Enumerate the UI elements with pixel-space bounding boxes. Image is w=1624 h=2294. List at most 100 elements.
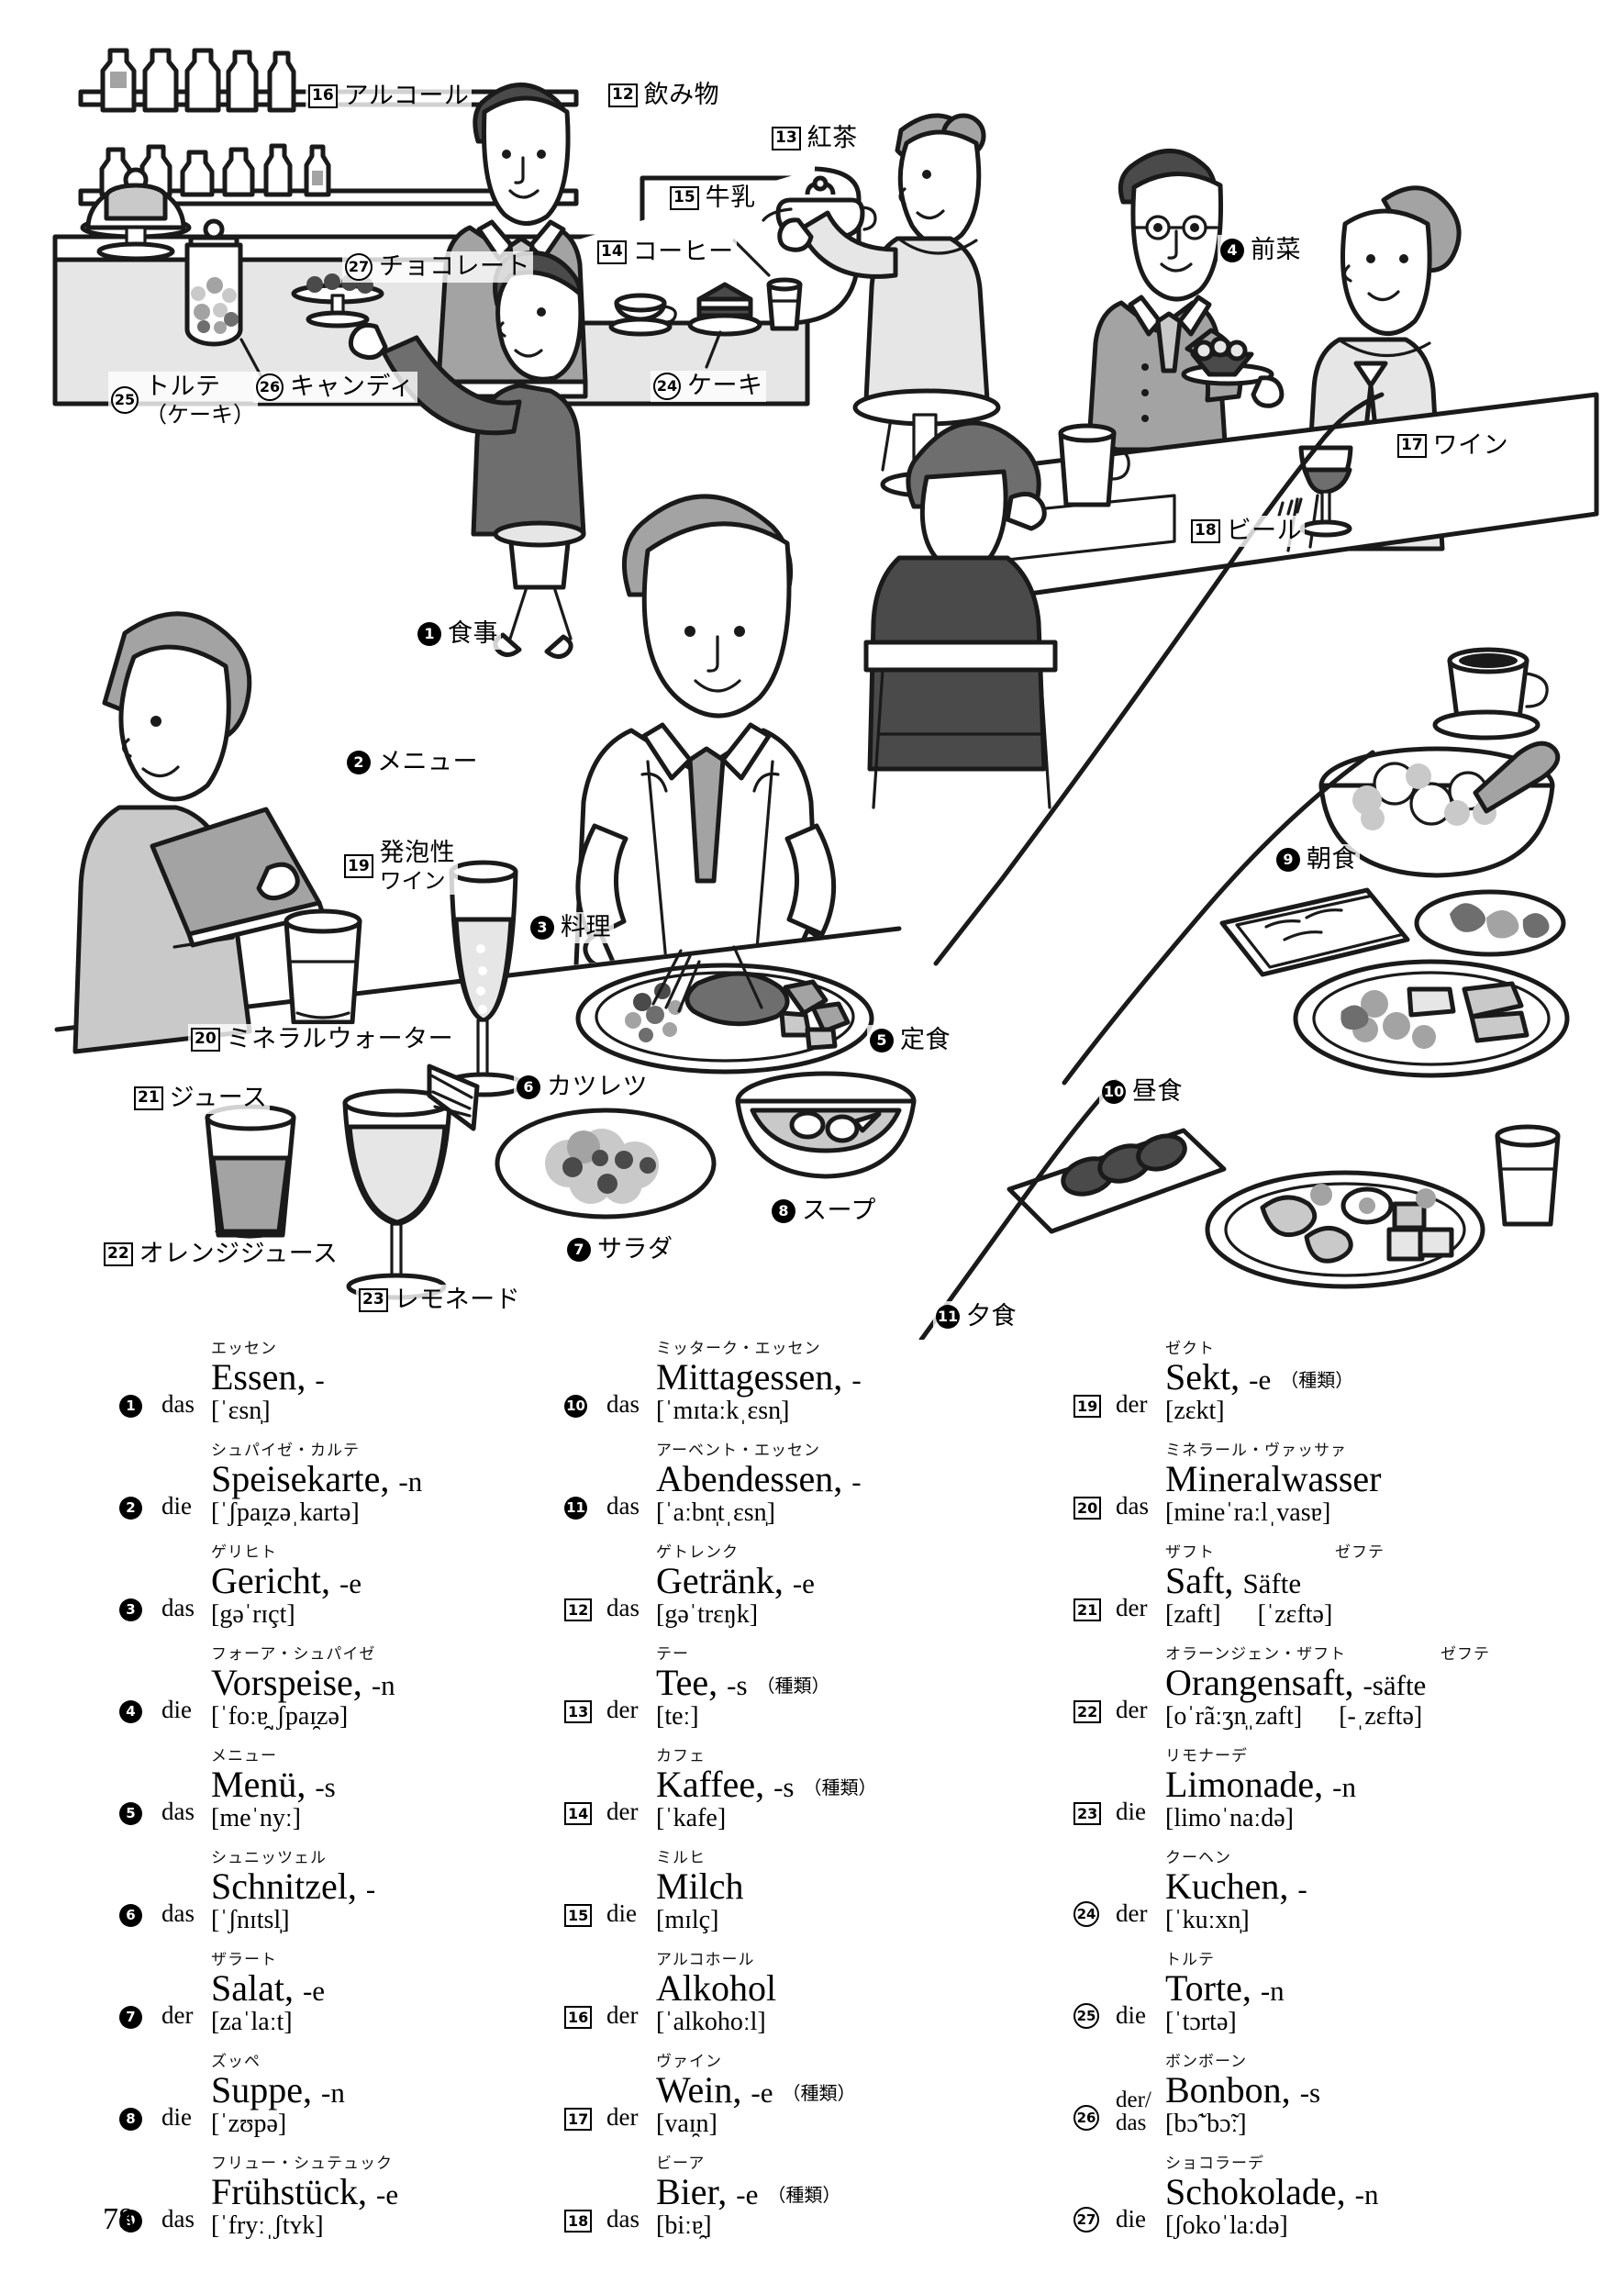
entry-kind-note: （種類）: [756, 1675, 830, 1697]
callout-sublabel: ワイン: [379, 867, 446, 894]
callout-number-badge: 5: [870, 1028, 894, 1052]
entry-headword: Limonade,: [1165, 1764, 1324, 1805]
entry-article: das: [161, 2205, 195, 2233]
entry-word: Schnitzel, -: [211, 1868, 514, 1905]
entry-ipa: [oˈrãːʒn̩ˌzaft][-ˌzɛftə]: [1165, 1702, 1615, 1732]
entry-kana-reading: フリュー・シュテュック: [211, 2155, 393, 2173]
entry-ipa: [ˈfoːɐ̯ˌʃpaɪ̯zə]: [211, 1702, 514, 1732]
entry-number-badge: 10: [564, 1395, 587, 1418]
entry-kana-reading: ゼクト: [1165, 1340, 1215, 1358]
entry-word: Vorspeise, -n: [211, 1665, 514, 1701]
entry-plural: -s: [727, 1669, 748, 1701]
main-diner-figure: [572, 494, 837, 1008]
callout-label: スープ: [802, 1197, 876, 1225]
cake-dome: [80, 167, 192, 262]
callout-number-badge: 12: [608, 83, 638, 107]
entry-word: Bonbon, -s: [1165, 2072, 1615, 2109]
entry-plural: -n: [321, 2077, 345, 2109]
entry-article: die: [161, 1696, 192, 1723]
callout-label: 夕食: [966, 1302, 1017, 1331]
entry-number-wrap: 9: [119, 2210, 161, 2241]
entry-plural: -n: [398, 1465, 423, 1498]
entry-ipa: [mɪlç]: [656, 1906, 1028, 1935]
entry-ipa: [ˈalkohoːl]: [656, 2008, 1028, 2037]
entry-number-badge: 9: [119, 2210, 142, 2233]
callout-label: 定食: [900, 1026, 951, 1054]
entry-plural: -n: [1260, 1975, 1285, 2007]
entry-word: Tee, -s （種類）: [656, 1665, 1028, 1701]
entry-number-wrap: 16: [564, 2006, 606, 2037]
entry-ipa: [ˈtɔrtə]: [1165, 2008, 1615, 2037]
entry-kana-reading: オラーンジェン・ザフト: [1165, 1645, 1347, 1664]
entry-number-badge: 7: [119, 2006, 142, 2029]
callout-label: アルコール: [343, 82, 470, 110]
callout-number-badge: 9: [1276, 847, 1300, 872]
entry-number-wrap: 27: [1073, 2207, 1116, 2241]
entry-number-badge: 5: [119, 1802, 142, 1825]
entry-word: Speisekarte, -n: [211, 1461, 514, 1498]
entry-ipa-main: [gəˈrɪçt]: [211, 1600, 295, 1629]
entry-number-badge: 22: [1073, 1700, 1102, 1723]
illustration-scene: .ol { fill:none; stroke:#1a1a1a; stroke-…: [52, 48, 1599, 1340]
entry-word: Milch: [656, 1868, 1028, 1905]
entry-ipa-main: [biːɐ̯]: [656, 2211, 712, 2240]
entry-number-wrap: 5: [119, 1802, 161, 1833]
callout-label: レモネード: [394, 1286, 521, 1314]
entry-ipa-main: [mineˈraːlˌvasɐ]: [1165, 1498, 1331, 1527]
callout-label: オレンジジュース: [139, 1240, 339, 1268]
entry-word: Kaffee, -s （種類）: [656, 1766, 1028, 1803]
entry-headword: Mittagessen,: [656, 1356, 843, 1398]
entry-ipa-main: [ˈkafe]: [656, 1804, 727, 1832]
entry-kana-reading: トルテ: [1165, 1951, 1215, 1969]
entry-article: das: [161, 1899, 195, 1927]
entry-number-wrap: 26: [1073, 2105, 1116, 2139]
entry-headword: Salat,: [211, 1967, 294, 2009]
callout-label: 前菜: [1251, 236, 1301, 264]
entry-headword: Bonbon,: [1165, 2069, 1291, 2110]
entry-word: Limonade, -n: [1165, 1766, 1615, 1803]
entry-article: das: [161, 1390, 195, 1418]
entry-ipa-main: [ˈtɔrtə]: [1165, 2008, 1237, 2036]
entry-headword: Suppe,: [211, 2069, 312, 2110]
callout-number-badge: 27: [345, 252, 373, 281]
soup-bowl: [735, 1071, 917, 1179]
entry-ipa: [gəˈrɪçt]: [211, 1600, 514, 1630]
entry-ipa: [ˈkuːxn̩]: [1165, 1906, 1615, 1935]
entry-word: Saft, Säfte: [1165, 1563, 1615, 1599]
entry-article: der: [1116, 1696, 1148, 1723]
callout-number-badge: 16: [308, 84, 338, 108]
entry-kana-reading: フォーア・シュパイゼ: [211, 1645, 376, 1664]
coffee-cup-bar: [608, 293, 677, 337]
entry-kana-reading: テー: [656, 1645, 689, 1664]
entry-headword: Schokolade,: [1165, 2171, 1346, 2212]
entry-plural: -e: [302, 1975, 326, 2007]
entry-number-wrap: 12: [564, 1598, 606, 1630]
callout-number-badge: 10: [1102, 1079, 1126, 1104]
entry-kana-reading: ヴァイン: [656, 2053, 722, 2071]
entry-headword: Vorspeise,: [211, 1662, 362, 1703]
callout-label: 紅茶: [806, 124, 858, 152]
entry-ipa: [gəˈtrɛŋk]: [656, 1600, 1028, 1630]
entry-ipa: [vaɪ̯n]: [656, 2110, 1028, 2139]
callout-number-badge: 2: [347, 750, 371, 774]
entry-ipa: [mineˈraːlˌvasɐ]: [1165, 1498, 1615, 1528]
entry-number-badge: 1: [119, 1395, 142, 1418]
entry-ipa: [bɔ̃ˈbɔ̃ː]: [1165, 2110, 1615, 2139]
